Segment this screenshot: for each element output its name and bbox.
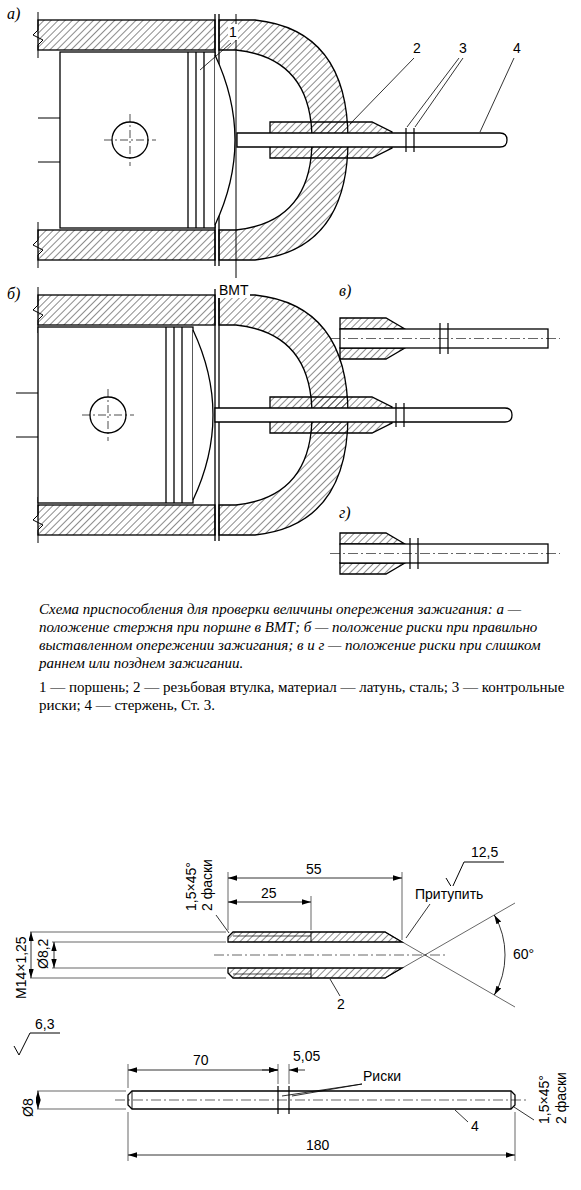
drawing-label: 180 [305,1137,330,1153]
drawing-label: 2 фаски [553,1071,569,1125]
drawing-label: 4 [512,40,522,56]
drawing-label: 60° [512,946,535,962]
drawing-label: 12,5 [470,844,499,860]
drawing-label: 1,5×45° [536,1074,552,1125]
drawing-label: Риски [362,1068,402,1084]
drawing-label: 2 [412,40,422,56]
drawing-label: 2 фаски [199,858,215,912]
parts-list: 1 — поршень; 2 — резьбовая втулка, матер… [38,678,574,714]
drawing-label: 25 [260,885,278,901]
drawing-label: 70 [192,1052,210,1068]
drawing-label: 3 [458,40,468,56]
drawing-label: Ø8,2 [35,938,51,970]
figure-caption: Схема приспособления для проверки величи… [38,600,574,672]
drawing-label: 1,5×45° [183,861,199,912]
figure-letter: г) [338,505,352,521]
figure-letter: б) [6,286,21,302]
drawing-label: Ø8 [20,1097,36,1118]
drawing-label: 55 [305,861,323,877]
drawing-label: Притупить [414,886,484,902]
drawing-label: 5,05 [292,1048,321,1064]
figure-letter: в) [338,283,352,299]
drawing-label: M14×1,25 [13,935,29,1000]
drawing-label: 6,3 [34,1016,55,1032]
drawing-label: 1 [228,24,238,40]
drawing-label: ВМТ [218,282,250,298]
drawing-label: 4 [470,1118,480,1134]
figure-letter: а) [6,6,21,22]
drawing-label: 2 [336,996,346,1012]
